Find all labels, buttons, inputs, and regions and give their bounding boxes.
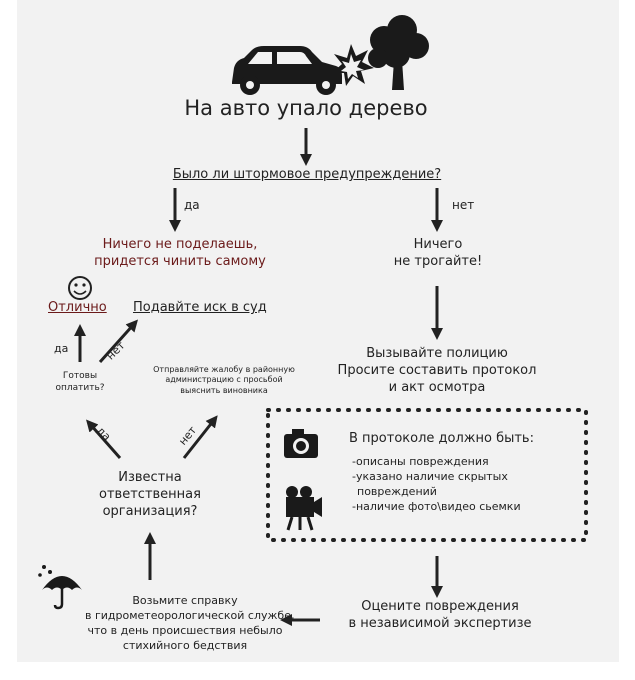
protocol-item: -наличие фото\видео сьемки: [352, 499, 521, 513]
camera-icon: [284, 429, 318, 458]
ready-to-pay-line1: Готовы: [62, 371, 98, 381]
get-cert-line3: что в день происшествия небыло: [87, 623, 283, 637]
known-org-line2: ответственная: [99, 486, 201, 502]
diagram-background: [17, 0, 619, 662]
known-org-line3: организация?: [102, 503, 198, 519]
call-police-line1: Вызывайте полицию: [366, 346, 508, 361]
complaint-line3: выяснить виновника: [180, 385, 268, 395]
umbrella-icon: [38, 565, 82, 610]
protocol-list: -описаны повреждения -указано наличие ск…: [352, 455, 521, 514]
ready-to-pay: Готовы оплатить?: [40, 371, 120, 394]
impact-icon: [332, 44, 374, 86]
result-fix-yourself-line2: придется чинить самому: [94, 253, 266, 269]
protocol-title: В протоколе должно быть:: [349, 431, 534, 446]
storm-question: Было ли штормовое предупреждение?: [172, 167, 442, 182]
protocol-frame: [266, 408, 588, 542]
label-yes-ready: да: [54, 342, 69, 355]
get-cert-line2: в гидрометеорологической службе,: [85, 608, 295, 622]
result-dont-touch-line2: не трогайте!: [393, 253, 483, 269]
call-police-line2: Просите составить протокол: [337, 362, 537, 378]
assess-line2: в независимой экспертизе: [348, 615, 532, 631]
call-police: Вызывайте полицию Просите составить прот…: [332, 346, 542, 397]
smiley-icon: [68, 276, 92, 300]
complaint-line2: администрацию с просьбой: [165, 375, 283, 385]
video-camera-icon: [286, 486, 322, 531]
arrow-known-yes: [86, 419, 122, 459]
arrow-ready-no: [98, 319, 139, 364]
label-no-storm: нет: [452, 198, 475, 212]
complaint-line1: Отправляйте жалобу в районную: [153, 365, 295, 374]
label-yes-storm: да: [184, 198, 200, 212]
protocol-item: -описаны повреждения: [352, 455, 489, 468]
known-organization: Известна ответственная организация?: [80, 470, 220, 521]
get-cert-line1: Возьмите справку: [132, 594, 238, 607]
assess-damage: Оцените повреждения в независимой экспер…: [330, 599, 550, 633]
complaint-note: Отправляйте жалобу в районную администра…: [142, 365, 306, 396]
result-dont-touch: Ничего не трогайте!: [378, 237, 498, 271]
page-title: На авто упало дерево: [184, 96, 428, 120]
assess-line1: Оцените повреждения: [361, 599, 519, 614]
known-org-line1: Известна: [118, 470, 182, 485]
result-dont-touch-line1: Ничего: [413, 237, 463, 252]
call-police-line3: и акт осмотра: [388, 379, 486, 395]
ready-to-pay-line2: оплатить?: [55, 382, 105, 393]
get-certificate: Возьмите справку в гидрометеорологическо…: [85, 594, 295, 653]
result-fix-yourself-line1: Ничего не поделаешь,: [102, 237, 258, 252]
protocol-item: -указано наличие скрытых: [352, 469, 508, 483]
car-icon: [232, 46, 342, 95]
sue-label: Подавйте иск в суд: [133, 300, 267, 315]
protocol-item: повреждений: [357, 484, 437, 498]
arrow-known-no: [182, 415, 218, 459]
tree-icon: [368, 15, 429, 90]
get-cert-line4: стихийного бедствия: [122, 638, 248, 652]
result-fix-yourself: Ничего не поделаешь, придется чинить сам…: [80, 237, 280, 271]
excellent-label: Отлично: [48, 300, 107, 315]
